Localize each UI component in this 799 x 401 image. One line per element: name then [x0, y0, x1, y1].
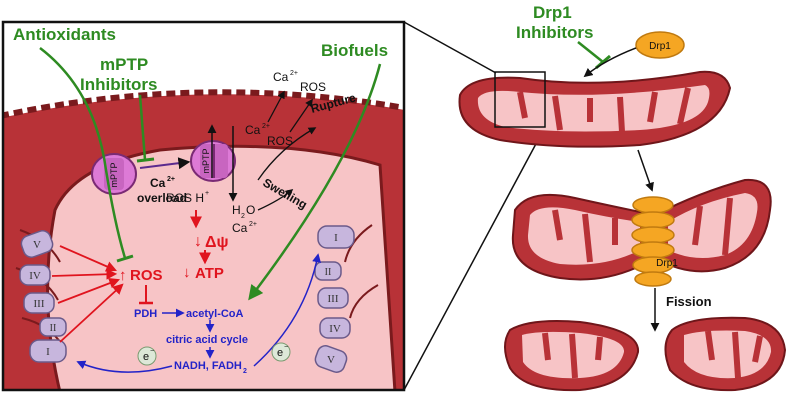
- atp-arrow: ↓: [183, 264, 191, 281]
- svg-text:2+: 2+: [290, 70, 298, 77]
- zoom-connector-top: [403, 21, 497, 74]
- svg-text:2: 2: [243, 368, 247, 375]
- svg-text:V: V: [327, 354, 335, 366]
- drp1-inhibitors-line1: Drp1: [533, 3, 572, 22]
- svg-text:−: −: [284, 344, 288, 351]
- svg-text:IV: IV: [329, 323, 341, 335]
- svg-text:Drp1: Drp1: [649, 41, 671, 52]
- svg-text:IV: IV: [29, 270, 41, 282]
- svg-text:III: III: [328, 293, 339, 305]
- etc-complex-iii-right: III: [317, 287, 349, 309]
- drp1-ring: Drp1: [631, 196, 678, 287]
- acetyl-coa-label: acetyl-CoA: [186, 308, 244, 320]
- citric-acid-cycle-label: citric acid cycle: [166, 334, 248, 346]
- ca-top: Ca: [273, 70, 289, 84]
- svg-text:+: +: [205, 190, 209, 197]
- drp1-inhibitors-line2: Inhibitors: [516, 23, 593, 42]
- mitochondrion-daughter-right: [664, 316, 787, 392]
- svg-text:II: II: [325, 267, 332, 278]
- etc-complex-i-left: I: [29, 339, 67, 363]
- etc-complex-v-right: V: [314, 345, 348, 373]
- ca-mid: Ca: [245, 123, 261, 137]
- atp-label: ATP: [195, 265, 224, 282]
- svg-text:II: II: [50, 323, 57, 334]
- zoom-region-box: [494, 71, 546, 128]
- zoom-connector-bottom: [403, 126, 546, 391]
- etc-complex-ii-left: II: [39, 317, 67, 337]
- biofuels-arrow: [248, 63, 382, 301]
- drp1-inhibition-line: [577, 41, 604, 63]
- mptp-inhibitors-line1: mPTP: [100, 55, 148, 74]
- delta-psi-label: Δψ: [205, 234, 229, 251]
- ca-overload-label: overload: [137, 191, 187, 205]
- delta-psi-arrow-label: ↓: [194, 233, 202, 250]
- ros-top: ROS: [300, 80, 326, 94]
- svg-text:mPTP: mPTP: [201, 148, 211, 173]
- svg-text:e: e: [143, 351, 149, 363]
- ros-matrix-label: ROS: [130, 267, 163, 284]
- nadh-fadh2-label: NADH, FADH: [174, 360, 242, 372]
- swelling-arrow: [257, 189, 294, 211]
- drp1-protein-free: Drp1: [635, 31, 685, 59]
- etc-complex-ii-right: II: [314, 261, 342, 281]
- antioxidants-label: Antioxidants: [13, 25, 116, 44]
- electron-left: e−: [137, 346, 157, 366]
- svg-text:2+: 2+: [167, 176, 175, 183]
- ca-overload-ca: Ca: [150, 176, 166, 190]
- rupture-arrow: [257, 127, 317, 181]
- etc-complex-v-left: V: [20, 230, 54, 258]
- etc-complex-iii-left: III: [23, 292, 55, 314]
- mitochondrion-whole: [458, 70, 732, 148]
- mptp-inhibition-line: [138, 94, 147, 161]
- etc-complex-iv-left: IV: [19, 264, 51, 286]
- etc-complex-i-right: I: [317, 225, 355, 249]
- h2o-label: H: [232, 203, 241, 217]
- biofuels-label: Biofuels: [321, 41, 388, 60]
- drp1-recruit-arrow: [583, 47, 637, 78]
- svg-text:V: V: [33, 239, 41, 251]
- pore-transition-arrow: [139, 157, 191, 170]
- mptp-pore-open: mPTP: [190, 140, 236, 182]
- fission-label: Fission: [666, 294, 712, 309]
- svg-text:−: −: [150, 348, 154, 355]
- svg-text:mPTP: mPTP: [109, 162, 119, 187]
- svg-text:e: e: [277, 347, 283, 359]
- antioxidants-inhibition-line: [39, 47, 127, 259]
- ca-low: Ca: [232, 221, 248, 235]
- svg-text:2+: 2+: [249, 221, 257, 228]
- electron-right: e−: [271, 342, 291, 362]
- svg-text:I: I: [46, 346, 50, 358]
- svg-text:III: III: [34, 298, 45, 310]
- svg-text:I: I: [334, 232, 338, 244]
- zoom-panel: [1, 20, 406, 392]
- ros-arrow-up: ↑: [119, 267, 127, 284]
- ros-mid: ROS: [267, 134, 293, 148]
- drp1-ring-label: Drp1: [656, 258, 678, 269]
- mptp-inhibitors-line2: Inhibitors: [80, 75, 157, 94]
- process-arrow-1: [637, 149, 654, 192]
- etc-complex-iv-right: IV: [319, 317, 351, 339]
- pdh-label: PDH: [134, 308, 157, 320]
- mitochondrion-daughter-left: [504, 320, 640, 392]
- svg-text:2: 2: [241, 213, 245, 220]
- electron-flow-left: [76, 360, 173, 373]
- ros-h-label: ROS H: [166, 191, 204, 205]
- mptp-pore-closed: mPTP: [91, 153, 137, 195]
- svg-text:2+: 2+: [262, 123, 270, 130]
- svg-text:O: O: [246, 203, 255, 217]
- electron-flow-right: [253, 253, 321, 367]
